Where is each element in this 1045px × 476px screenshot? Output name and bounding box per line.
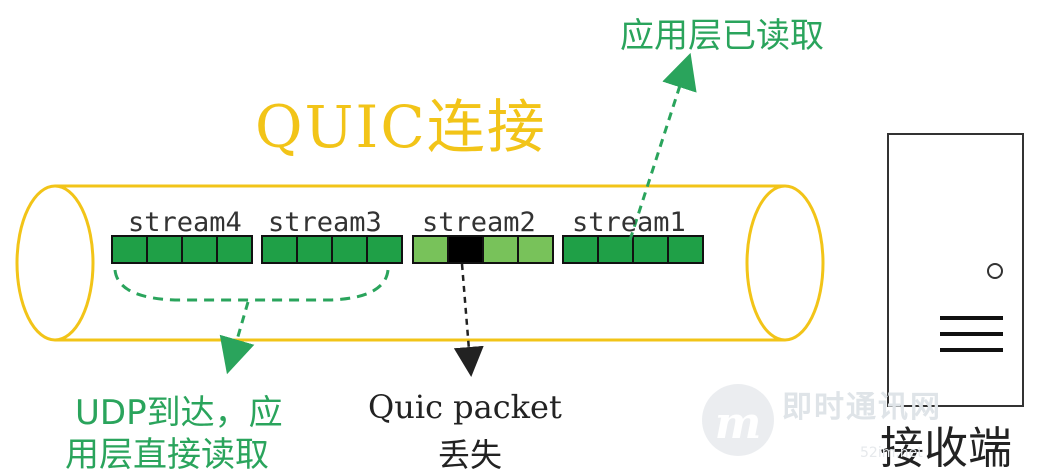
- stream-label-3: stream3: [268, 207, 382, 238]
- udp-arrow: [219, 301, 255, 375]
- receiver-label: 接收端: [880, 423, 1012, 474]
- server-indicator: [987, 263, 1003, 279]
- packet-received: [296, 235, 333, 264]
- packet-received: [597, 235, 634, 264]
- watermark-text: 即时通讯网: [782, 390, 942, 425]
- packet-received: [632, 235, 669, 264]
- packet-received: [331, 235, 368, 264]
- app-read-arrow: [628, 52, 697, 241]
- stream-label-2: stream2: [422, 207, 536, 238]
- packet-group-stream1: [562, 235, 704, 264]
- packet-group-stream3: [261, 235, 403, 264]
- udp-note-line-2: 用层直接读取: [65, 435, 269, 475]
- packet-received: [366, 235, 403, 264]
- stream-label-4: stream4: [128, 207, 242, 238]
- quic-title: QUIC连接: [255, 93, 547, 161]
- packet-received: [562, 235, 599, 264]
- quic-pipe: [15, 184, 825, 342]
- app-read-note: 应用层已读取: [620, 16, 824, 56]
- udp-dashed-brace: [113, 269, 390, 302]
- packet-received: [261, 235, 298, 264]
- packet-partial: [482, 235, 519, 264]
- udp-note-line-1: UDP到达，应: [75, 393, 283, 433]
- packet-received: [146, 235, 183, 264]
- loss-note-line-2: 丢失: [438, 436, 503, 474]
- packet-groups: [111, 235, 704, 264]
- watermark-logo: m: [702, 384, 774, 456]
- pipe-right-end: [745, 184, 825, 342]
- receiver-server: [887, 133, 1024, 407]
- packet-lost: [447, 235, 484, 264]
- pipe-left-end: [15, 184, 95, 342]
- packet-received: [667, 235, 704, 264]
- packet-partial: [412, 235, 449, 264]
- packet-partial: [517, 235, 554, 264]
- packet-received: [181, 235, 218, 264]
- stream-label-1: stream1: [572, 207, 686, 238]
- packet-received: [216, 235, 253, 264]
- packet-group-stream4: [111, 235, 253, 264]
- watermark-logo-letter: m: [715, 398, 762, 449]
- packet-group-stream2: [412, 235, 554, 264]
- watermark-sub: 52im.net: [860, 445, 923, 461]
- loss-arrow: [453, 263, 484, 377]
- packet-received: [111, 235, 148, 264]
- server-box: [887, 133, 1024, 407]
- loss-note-line-1: Quic packet: [368, 388, 562, 426]
